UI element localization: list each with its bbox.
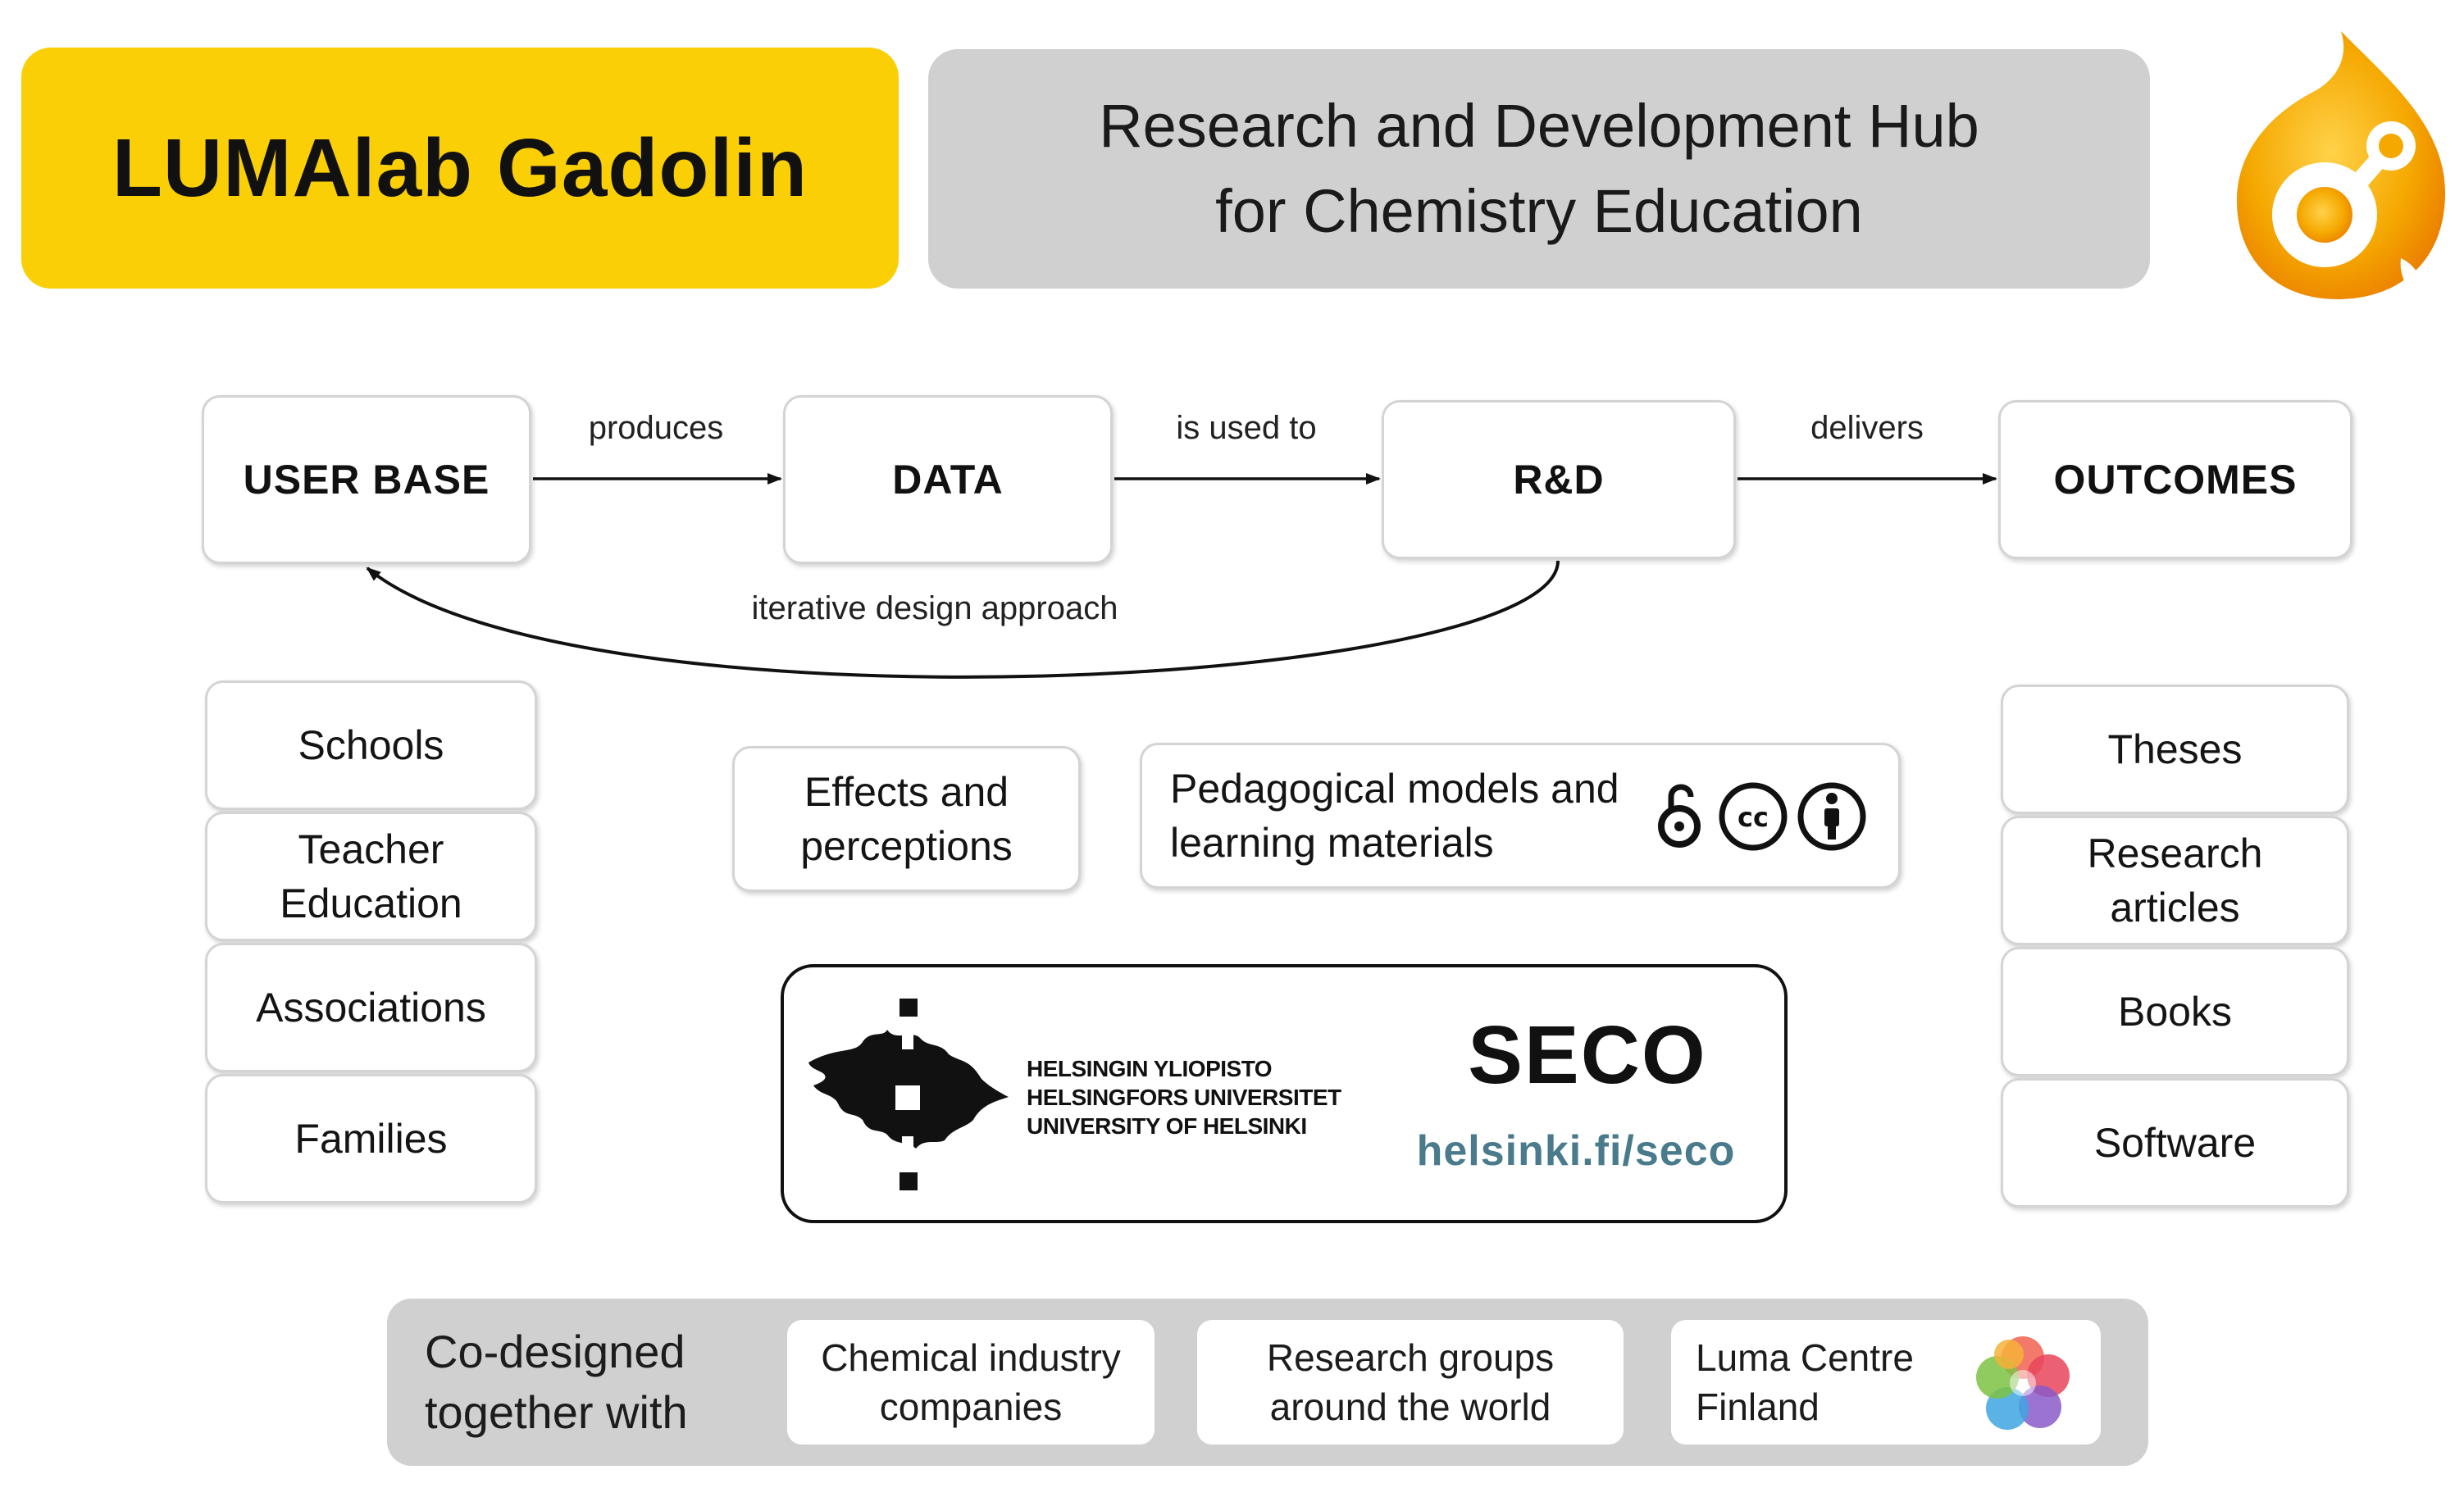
user-base-item: Teacher Education (205, 812, 537, 941)
open-access-icon (1658, 784, 1701, 848)
outcome-item: Research articles (2001, 816, 2349, 945)
user-base-item: Families (205, 1074, 537, 1204)
node-rnd: R&D (1382, 400, 1736, 559)
partner-chemical-industry: Chemical industry companies (787, 1320, 1155, 1445)
outcome-item: Theses (2001, 685, 2349, 814)
title: LUMAlab Gadolin (112, 121, 808, 214)
user-base-item: Schools (205, 680, 537, 810)
outcome-item: Books (2001, 947, 2349, 1076)
lumalab-logo (2237, 31, 2445, 302)
subtitle-banner: Research and Development Hub for Chemist… (928, 49, 2150, 289)
node-user-base: USER BASE (202, 395, 531, 564)
node-data: DATA (783, 395, 1113, 564)
arrow-label-is-used-to: is used to (1176, 410, 1317, 446)
subtitle-line-2: for Chemistry Education (1215, 177, 1863, 245)
license-icons: cc (1658, 782, 1866, 851)
rnd-item: Pedagogical models and learning material… (1140, 743, 1901, 889)
node-outcomes: OUTCOMES (1998, 400, 2352, 559)
arrow-label-iterative: iterative design approach (751, 590, 1118, 626)
codesign-band: Co-designed together with Chemical indus… (387, 1299, 2148, 1466)
arrow-label-delivers: delivers (1810, 410, 1924, 446)
luma-flower-logo (1976, 1336, 2070, 1430)
codesign-label: Co-designed together with (425, 1326, 688, 1438)
node-user-base-label: USER BASE (243, 457, 490, 503)
seco-box: HELSINGIN YLIOPISTO HELSINGFORS UNIVERSI… (781, 964, 1788, 1223)
helsinki-flame-logo (808, 999, 1009, 1190)
node-rnd-label: R&D (1513, 457, 1605, 503)
seco-title: SECO (1468, 1009, 1707, 1101)
university-name: HELSINGIN YLIOPISTO HELSINGFORS UNIVERSI… (1027, 1056, 1341, 1139)
creative-commons-icon: cc (1719, 782, 1788, 851)
node-data-label: DATA (892, 457, 1004, 503)
arrow-label-produces: produces (588, 410, 724, 446)
outcome-item: Software (2001, 1078, 2349, 1208)
node-outcomes-label: OUTCOMES (2053, 457, 2298, 503)
attribution-icon (1797, 782, 1866, 851)
data-item: Effects and perceptions (732, 746, 1081, 892)
title-banner: LUMAlab Gadolin (21, 48, 899, 289)
user-base-item: Associations (205, 943, 537, 1072)
partner-research-groups: Research groups around the world (1197, 1320, 1624, 1445)
partner-luma-centre: Luma Centre Finland (1671, 1320, 2101, 1445)
subtitle-line-1: Research and Development Hub (1099, 92, 1979, 160)
seco-url[interactable]: helsinki.fi/seco (1416, 1127, 1736, 1175)
svg-text:cc: cc (1738, 802, 1769, 833)
